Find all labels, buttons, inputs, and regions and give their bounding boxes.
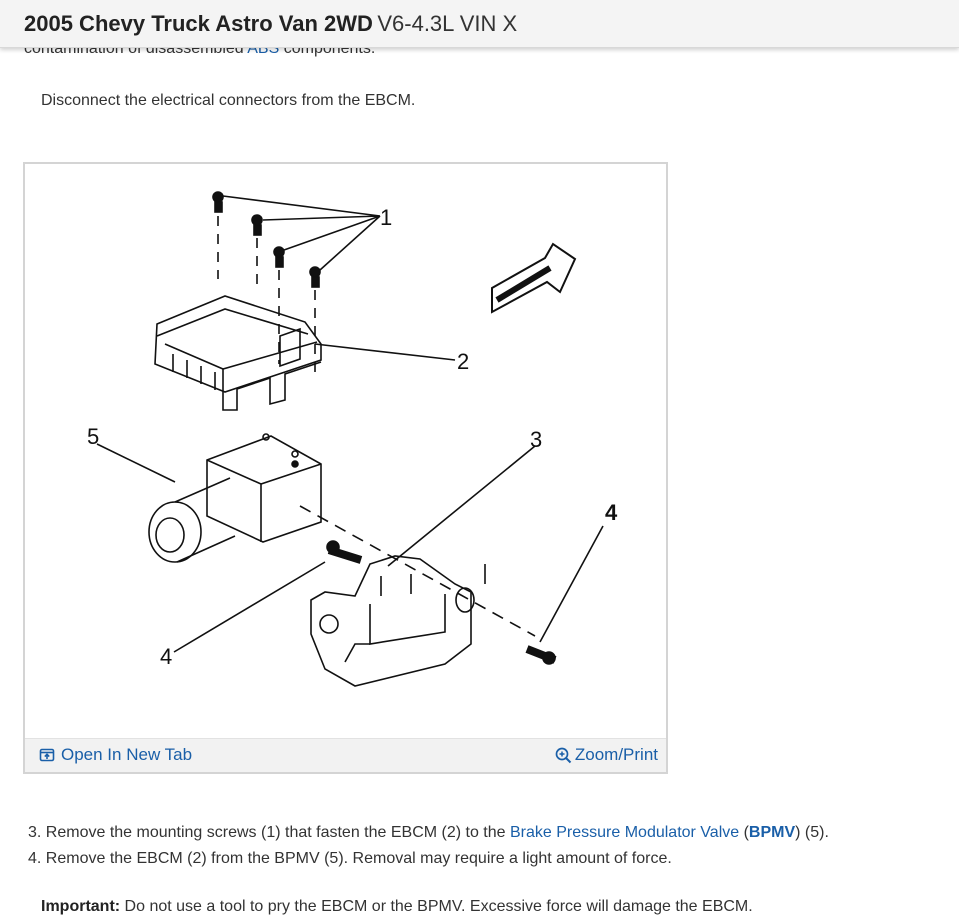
step-3: 3. Remove the mounting screws (1) that f… [28,822,829,848]
step-3-mid: ( [739,824,749,841]
callout-4-left: 4 [160,644,172,669]
step-3-suffix: ) (5). [795,824,829,841]
page-header: 2005 Chevy Truck Astro Van 2WD V6-4.3L V… [0,0,959,48]
step-4: 4. Remove the EBCM (2) from the BPMV (5)… [28,850,672,867]
open-new-tab-icon [39,748,55,762]
zoom-print-link[interactable]: Zoom/Print [555,745,658,765]
ebcm-diagram: 1 2 3 4 4 5 [87,191,618,687]
step-list: 3. Remove the mounting screws (1) that f… [28,822,829,874]
open-in-new-tab-label: Open In New Tab [61,745,193,764]
zoom-in-icon [555,747,572,763]
open-in-new-tab-link[interactable]: Open In New Tab [39,745,192,765]
screw-1b [251,214,263,236]
callout-2: 2 [457,349,469,374]
vehicle-engine: V6-4.3L VIN X [377,11,518,36]
bpmv-abbr-link[interactable]: BPMV [748,824,796,841]
figure-footer: Open In New Tab Zoom/Print [25,738,666,772]
intro-text: Disconnect the electrical connectors fro… [41,92,416,109]
important-text: Do not use a tool to pry the EBCM or the… [120,898,753,915]
screw-1a [212,191,224,213]
screw-1d [309,266,321,288]
callout-1: 1 [380,205,392,230]
step-3-prefix: 3. Remove the mounting screws (1) that f… [28,824,510,841]
callout-3: 3 [530,427,542,452]
screw-4b [525,645,557,665]
figure-container: 1 2 3 4 4 5 Open In New Tab Zoom/Print [23,162,668,774]
vehicle-title: 2005 Chevy Truck Astro Van 2WD [24,11,373,36]
important-note: Important: Do not use a tool to pry the … [41,898,753,916]
callout-5: 5 [87,424,99,449]
screw-1c [273,246,285,268]
zoom-print-label: Zoom/Print [574,745,658,764]
bpmv-full-link[interactable]: Brake Pressure Modulator Valve [510,824,740,841]
screw-4a [326,540,363,564]
callout-4-right: 4 [605,500,618,525]
important-label: Important: [41,898,121,915]
